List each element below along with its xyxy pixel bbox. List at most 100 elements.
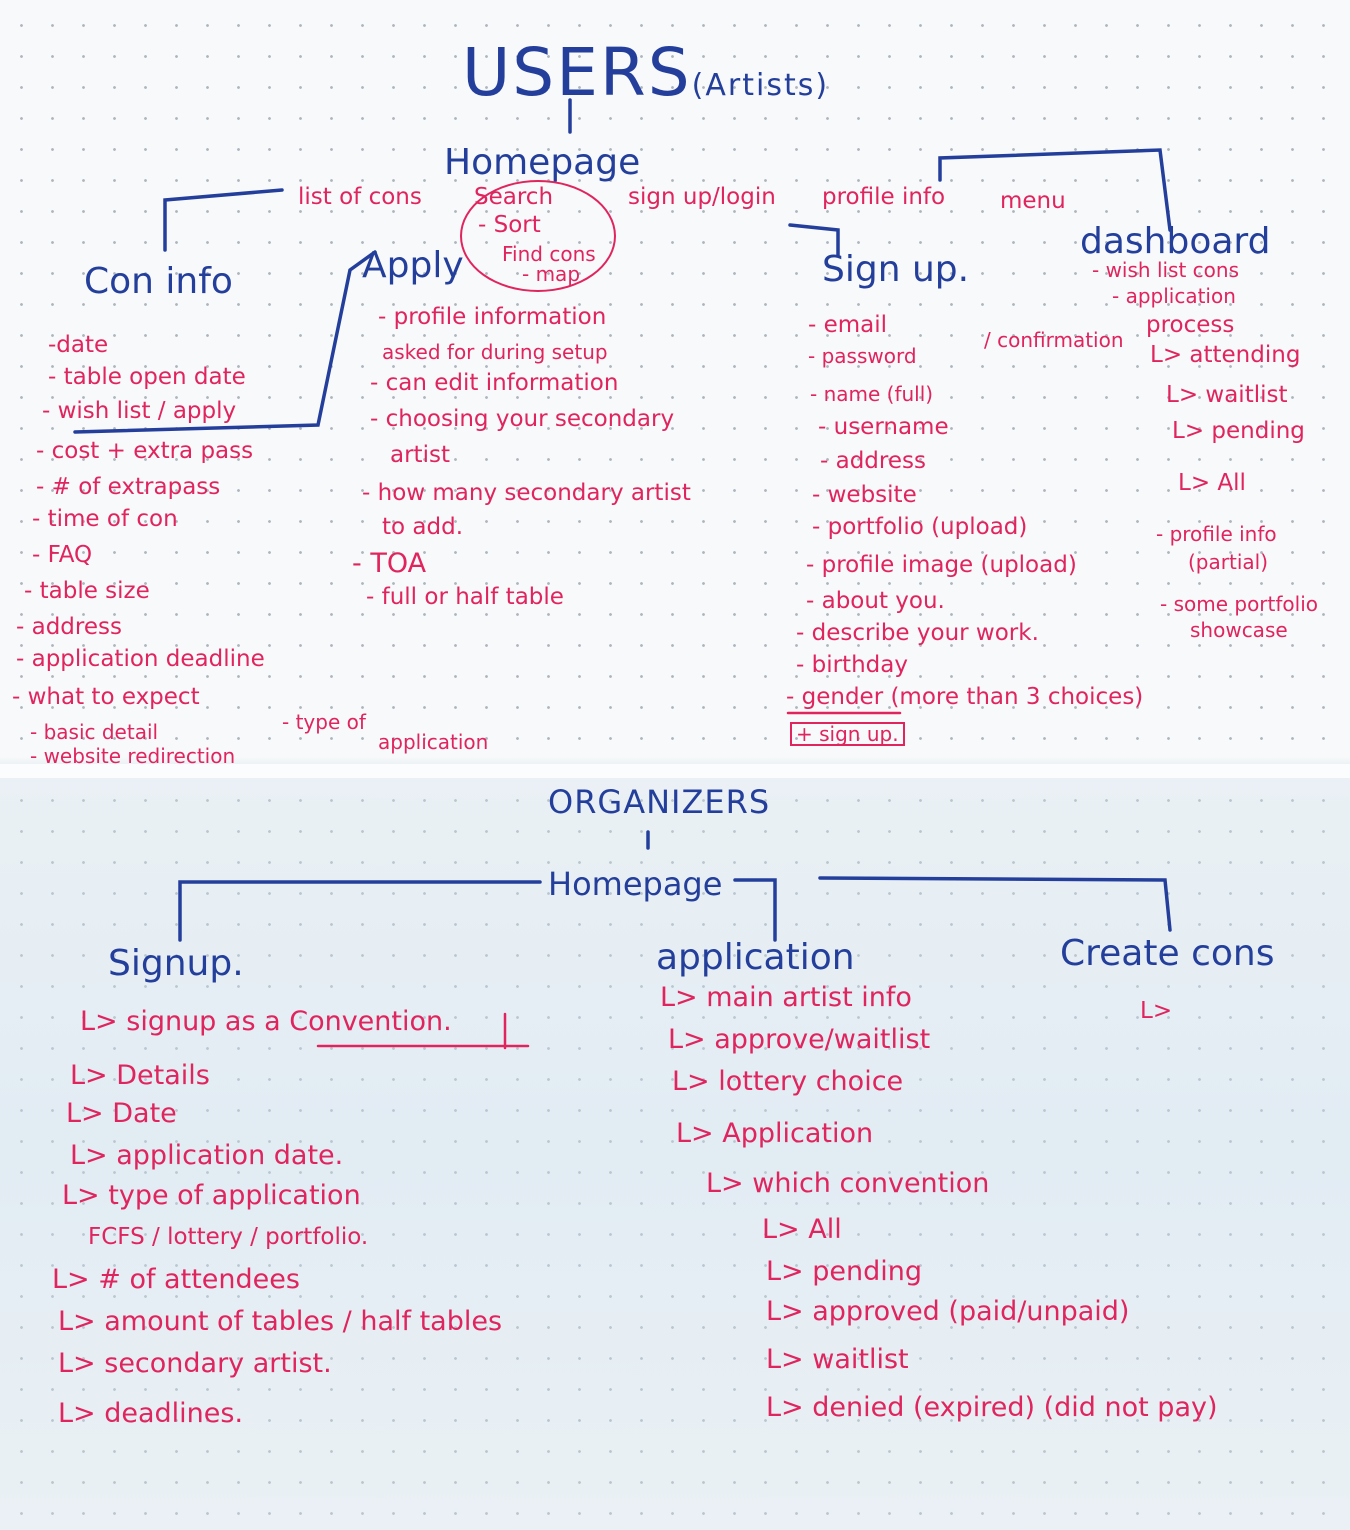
sign-up-item: - password xyxy=(808,344,917,368)
apply-item: - TOA xyxy=(352,548,427,579)
con-info-item: - website redirection xyxy=(30,744,236,768)
organizer-signup-item: L> secondary artist. xyxy=(58,1348,332,1379)
sign-up-item: - name (full) xyxy=(810,382,934,406)
sign-up-item: - email xyxy=(808,312,888,338)
sign-up-title: Sign up. xyxy=(822,249,970,290)
apply-title: Apply xyxy=(362,245,464,286)
line-to-sign-up xyxy=(788,223,840,257)
con-info-item: - table size xyxy=(24,578,150,604)
application-item: L> main artist info xyxy=(660,982,912,1013)
con-info-side-note: application xyxy=(378,730,489,754)
con-info-item: - time of con xyxy=(32,506,178,532)
organizer-signup-item: L> application date. xyxy=(70,1140,344,1171)
map-label: - map xyxy=(522,262,581,286)
sign-up-item: - website xyxy=(812,482,917,508)
organizer-signup-item: L> type of application xyxy=(62,1180,361,1211)
apply-item: asked for during setup xyxy=(382,340,608,364)
apply-item: - profile information xyxy=(378,304,607,330)
dashboard-item: process xyxy=(1146,312,1235,338)
dashboard-item: L> All xyxy=(1178,470,1246,496)
sign-up-item: - describe your work. xyxy=(796,620,1039,646)
organizer-signup-item: L> deadlines. xyxy=(58,1398,244,1429)
application-item: L> All xyxy=(762,1214,842,1245)
organizer-signup-item: FCFS / lottery / portfolio. xyxy=(88,1224,369,1250)
dashboard-item: (partial) xyxy=(1188,550,1268,574)
sign-up-item: - about you. xyxy=(806,588,945,614)
con-info-item: - address xyxy=(16,614,122,640)
con-info-item: - what to expect xyxy=(12,684,200,710)
organizers-title: ORGANIZERS xyxy=(548,783,771,821)
line-to-signup xyxy=(178,880,542,942)
dashboard-item: showcase xyxy=(1190,618,1288,642)
sign-up-button[interactable]: + sign up. xyxy=(790,722,905,746)
application-item: L> denied (expired) (did not pay) xyxy=(766,1392,1218,1423)
line-to-create-cons xyxy=(818,876,1172,932)
page-gap xyxy=(0,764,1350,778)
create-cons-title: Create cons xyxy=(1060,933,1275,974)
users-title-sub: (Artists) xyxy=(691,68,830,103)
organizers-homepage: Homepage xyxy=(548,865,723,903)
line-to-application xyxy=(733,878,777,942)
organizer-signup-item: L> # of attendees xyxy=(52,1264,300,1295)
application-item: L> waitlist xyxy=(766,1344,909,1375)
application-item: L> approve/waitlist xyxy=(668,1024,931,1055)
dashboard-item: L> attending xyxy=(1150,342,1301,368)
find-cons-label: Find cons xyxy=(502,242,596,266)
application-item: L> pending xyxy=(766,1256,923,1287)
sign-up-item: - address xyxy=(820,448,926,474)
dashboard-item: - some portfolio xyxy=(1160,592,1318,616)
create-cons-item: L> xyxy=(1140,998,1173,1024)
line-to-con-info xyxy=(163,188,284,252)
con-info-item: - cost + extra pass xyxy=(36,438,254,464)
con-info-item: - wish list / apply xyxy=(42,398,237,424)
dashboard-item: - application xyxy=(1112,284,1236,308)
con-info-item: -date xyxy=(48,332,109,358)
profile-info-label: profile info xyxy=(822,184,946,210)
sign-up-item: - portfolio (upload) xyxy=(812,514,1028,540)
con-info-item: - FAQ xyxy=(32,542,93,568)
users-title-text: USERS xyxy=(462,34,692,111)
search-group-oval xyxy=(460,180,616,292)
con-info-item: - application deadline xyxy=(16,646,265,672)
con-info-item: - basic detail xyxy=(30,720,159,744)
dashboard-title: dashboard xyxy=(1080,221,1271,262)
apply-item: - can edit information xyxy=(370,370,619,396)
menu-label: menu xyxy=(1000,188,1066,214)
sort-label: - Sort xyxy=(478,212,541,238)
application-item: L> Application xyxy=(676,1118,874,1149)
organizer-signup-title: Signup. xyxy=(108,943,244,984)
organizer-signup-item: L> Details xyxy=(70,1060,210,1091)
dashboard-item: - wish list cons xyxy=(1092,258,1240,282)
organizer-signup-item: L> amount of tables / half tables xyxy=(58,1306,503,1337)
dashboard-item: L> pending xyxy=(1172,418,1305,444)
con-info-title: Con info xyxy=(84,261,233,302)
line-to-apply xyxy=(73,250,377,434)
con-info-item: - # of extrapass xyxy=(36,474,221,500)
apply-item: artist xyxy=(390,442,450,468)
organizer-signup-item: L> signup as a Convention. xyxy=(80,1006,452,1037)
application-item: L> which convention xyxy=(706,1168,990,1199)
users-title: USERS(Artists) xyxy=(462,40,829,106)
line-to-dashboard xyxy=(938,148,1172,232)
confirmation-label: / confirmation xyxy=(984,328,1124,352)
dashboard-item: L> waitlist xyxy=(1166,382,1288,408)
apply-item: - choosing your secondary xyxy=(370,406,675,432)
sign-up-item: - username xyxy=(818,414,949,440)
sign-up-item: - birthday xyxy=(796,652,908,678)
signup-login-label: sign up/login xyxy=(628,184,776,210)
apply-item: to add. xyxy=(382,514,464,540)
dashboard-item: - profile info xyxy=(1156,522,1277,546)
users-homepage: Homepage xyxy=(444,142,641,183)
search-label: Search xyxy=(474,184,554,210)
list-of-cons: list of cons xyxy=(298,184,422,210)
apply-item: - full or half table xyxy=(366,584,564,610)
application-item: L> lottery choice xyxy=(672,1066,904,1097)
organizer-signup-item: L> Date xyxy=(66,1098,177,1129)
con-info-item: - table open date xyxy=(48,364,246,390)
con-info-side-note: - type of xyxy=(282,710,366,734)
application-title: application xyxy=(656,937,855,978)
sign-up-item: - profile image (upload) xyxy=(806,552,1077,578)
apply-item: - how many secondary artist xyxy=(362,480,691,506)
application-item: L> approved (paid/unpaid) xyxy=(766,1296,1130,1327)
